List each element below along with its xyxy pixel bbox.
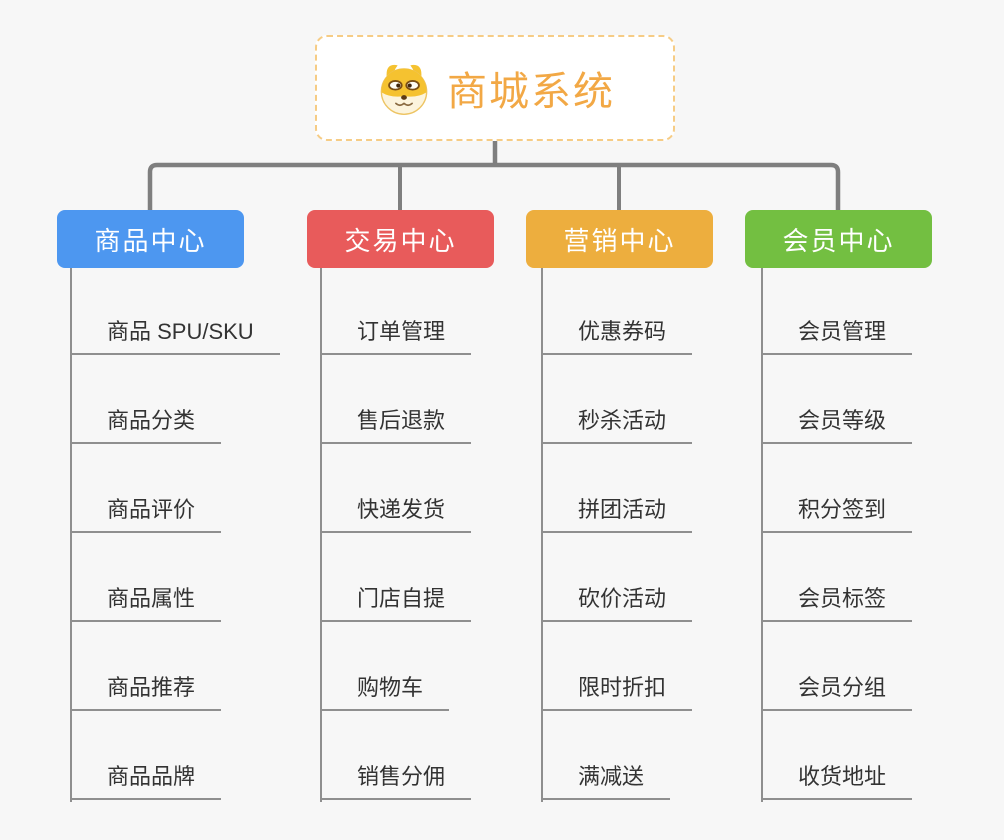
subtopic-node[interactable]: 快递发货 — [321, 487, 472, 533]
subtopic-node[interactable]: 购物车 — [321, 665, 450, 711]
subtopic-node[interactable]: 优惠券码 — [542, 309, 693, 355]
subtopic-node[interactable]: 会员管理 — [762, 309, 913, 355]
subtopic-node[interactable]: 订单管理 — [321, 309, 472, 355]
branch-node-member[interactable]: 会员中心 — [745, 210, 932, 268]
branch-node-product[interactable]: 商品中心 — [57, 210, 244, 268]
subtopic-node[interactable]: 拼团活动 — [542, 487, 693, 533]
subtopic-node[interactable]: 收货地址 — [762, 754, 913, 800]
subtopic-node[interactable]: 满减送 — [542, 754, 671, 800]
subtopic-node[interactable]: 商品 SPU/SKU — [71, 309, 280, 355]
branch-spine-marketing — [541, 268, 543, 802]
subtopic-node[interactable]: 商品分类 — [71, 398, 222, 444]
subtopic-node[interactable]: 秒杀活动 — [542, 398, 693, 444]
branch-spine-member — [761, 268, 763, 802]
subtopic-node[interactable]: 商品推荐 — [71, 665, 222, 711]
subtopic-node[interactable]: 商品品牌 — [71, 754, 222, 800]
doge-icon — [380, 64, 428, 115]
subtopic-node[interactable]: 砍价活动 — [542, 576, 693, 622]
branch-node-trade[interactable]: 交易中心 — [307, 210, 494, 268]
subtopic-node[interactable]: 门店自提 — [321, 576, 472, 622]
subtopic-node[interactable]: 商品属性 — [71, 576, 222, 622]
subtopic-node[interactable]: 会员标签 — [762, 576, 913, 622]
root-node[interactable]: 商城系统 — [315, 35, 675, 141]
subtopic-node[interactable]: 商品评价 — [71, 487, 222, 533]
branch-spine-product — [70, 268, 72, 802]
subtopic-node[interactable]: 售后退款 — [321, 398, 472, 444]
root-title: 商城系统 — [447, 70, 615, 114]
subtopic-node[interactable]: 限时折扣 — [542, 665, 693, 711]
subtopic-node[interactable]: 会员等级 — [762, 398, 913, 444]
subtopic-node[interactable]: 积分签到 — [762, 487, 913, 533]
branch-node-marketing[interactable]: 营销中心 — [526, 210, 713, 268]
subtopic-node[interactable]: 会员分组 — [762, 665, 913, 711]
branch-spine-trade — [320, 268, 322, 802]
subtopic-node[interactable]: 销售分佣 — [321, 754, 472, 800]
